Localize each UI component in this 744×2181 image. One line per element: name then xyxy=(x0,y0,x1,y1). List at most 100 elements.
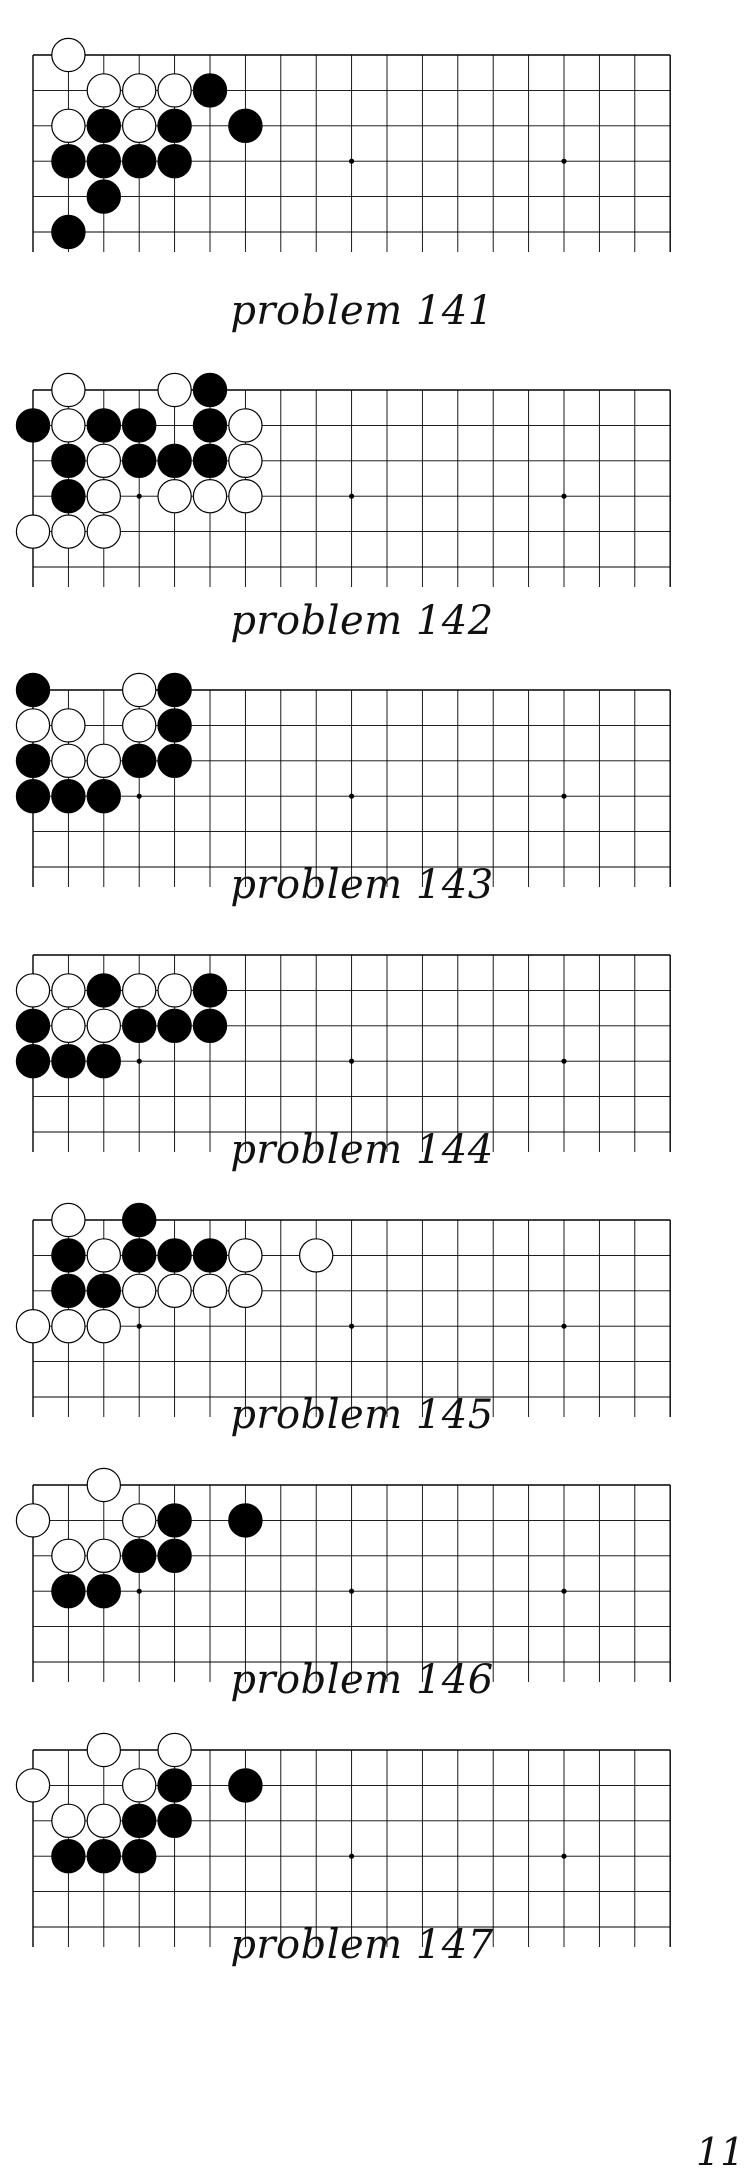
black-stone xyxy=(121,408,157,443)
white-stone xyxy=(86,514,122,549)
white-stone xyxy=(86,1803,122,1839)
white-stone xyxy=(299,1238,334,1273)
black-stone xyxy=(157,708,192,743)
black-stone xyxy=(15,779,51,814)
black-stone xyxy=(51,479,86,514)
black-stone xyxy=(157,1238,192,1273)
black-stone xyxy=(86,1043,122,1079)
white-stone xyxy=(15,1308,51,1344)
black-stone xyxy=(192,372,228,408)
white-stone xyxy=(86,1008,122,1044)
white-stone xyxy=(15,708,51,743)
black-stone xyxy=(192,973,228,1008)
black-stone xyxy=(15,1043,51,1079)
white-stone xyxy=(157,479,192,514)
black-stone xyxy=(86,973,122,1008)
white-stone xyxy=(86,1238,122,1273)
black-stone xyxy=(192,73,228,108)
star-point xyxy=(136,1323,142,1329)
black-stone xyxy=(228,1503,263,1538)
white-stone xyxy=(51,1308,86,1344)
star-point xyxy=(136,1058,142,1064)
white-stone xyxy=(51,708,86,743)
black-stone xyxy=(192,443,228,478)
star-point xyxy=(561,1853,567,1859)
white-stone xyxy=(51,1008,86,1044)
black-stone xyxy=(86,779,122,814)
white-stone xyxy=(121,1768,157,1803)
black-stone xyxy=(228,1768,263,1803)
white-stone xyxy=(157,973,192,1008)
go-board-diagram xyxy=(15,1467,671,1682)
star-point xyxy=(349,1588,355,1594)
problem-caption: problem 146 xyxy=(230,1657,494,1703)
white-stone xyxy=(157,1732,192,1768)
black-stone xyxy=(157,1768,192,1803)
black-stone xyxy=(86,408,122,443)
white-stone xyxy=(121,108,157,144)
problem-caption: problem 143 xyxy=(230,862,494,908)
black-stone xyxy=(121,1238,157,1273)
white-stone xyxy=(86,1308,122,1344)
black-stone xyxy=(157,1803,192,1839)
black-stone xyxy=(51,1043,86,1079)
white-stone xyxy=(157,73,192,108)
white-stone xyxy=(192,1273,228,1309)
black-stone xyxy=(15,672,51,708)
star-point xyxy=(561,1058,567,1064)
white-stone xyxy=(15,973,51,1008)
black-stone xyxy=(192,1008,228,1044)
black-stone xyxy=(51,214,86,250)
black-stone xyxy=(15,1008,51,1044)
white-stone xyxy=(121,672,157,708)
black-stone xyxy=(86,1573,122,1609)
problem-caption: problem 141 xyxy=(230,288,494,334)
white-stone xyxy=(157,1273,192,1309)
go-board-diagram xyxy=(15,1202,671,1417)
black-stone xyxy=(51,1238,86,1273)
white-stone xyxy=(228,479,263,514)
black-stone xyxy=(86,179,122,214)
white-stone xyxy=(228,443,263,478)
white-stone xyxy=(51,1803,86,1839)
go-board-diagram xyxy=(15,672,671,887)
white-stone xyxy=(51,1202,86,1238)
black-stone xyxy=(121,1803,157,1839)
black-stone xyxy=(157,1503,192,1538)
black-stone xyxy=(121,1538,157,1574)
black-stone xyxy=(51,1838,86,1874)
star-point xyxy=(136,1588,142,1594)
black-stone xyxy=(121,143,157,179)
black-stone xyxy=(157,108,192,144)
black-stone xyxy=(15,743,51,779)
white-stone xyxy=(51,408,86,443)
white-stone xyxy=(51,37,86,73)
white-stone xyxy=(86,443,122,478)
black-stone xyxy=(228,108,263,144)
problem-caption: problem 142 xyxy=(230,598,494,644)
black-stone xyxy=(157,1538,192,1574)
white-stone xyxy=(121,973,157,1008)
white-stone xyxy=(228,1273,263,1309)
problem-caption: problem 145 xyxy=(230,1392,494,1438)
go-board-diagram xyxy=(15,954,671,1152)
black-stone xyxy=(86,1838,122,1874)
white-stone xyxy=(121,1503,157,1538)
black-stone xyxy=(121,743,157,779)
star-point xyxy=(349,158,355,164)
white-stone xyxy=(228,1238,263,1273)
white-stone xyxy=(121,73,157,108)
problem-caption: problem 144 xyxy=(230,1127,494,1173)
black-stone xyxy=(157,672,192,708)
black-stone xyxy=(86,108,122,144)
white-stone xyxy=(51,372,86,408)
white-stone xyxy=(228,408,263,443)
black-stone xyxy=(86,143,122,179)
star-point xyxy=(349,793,355,799)
white-stone xyxy=(86,73,122,108)
black-stone xyxy=(51,443,86,478)
star-point xyxy=(561,1588,567,1594)
black-stone xyxy=(157,1008,192,1044)
black-stone xyxy=(15,408,51,443)
star-point xyxy=(349,1323,355,1329)
